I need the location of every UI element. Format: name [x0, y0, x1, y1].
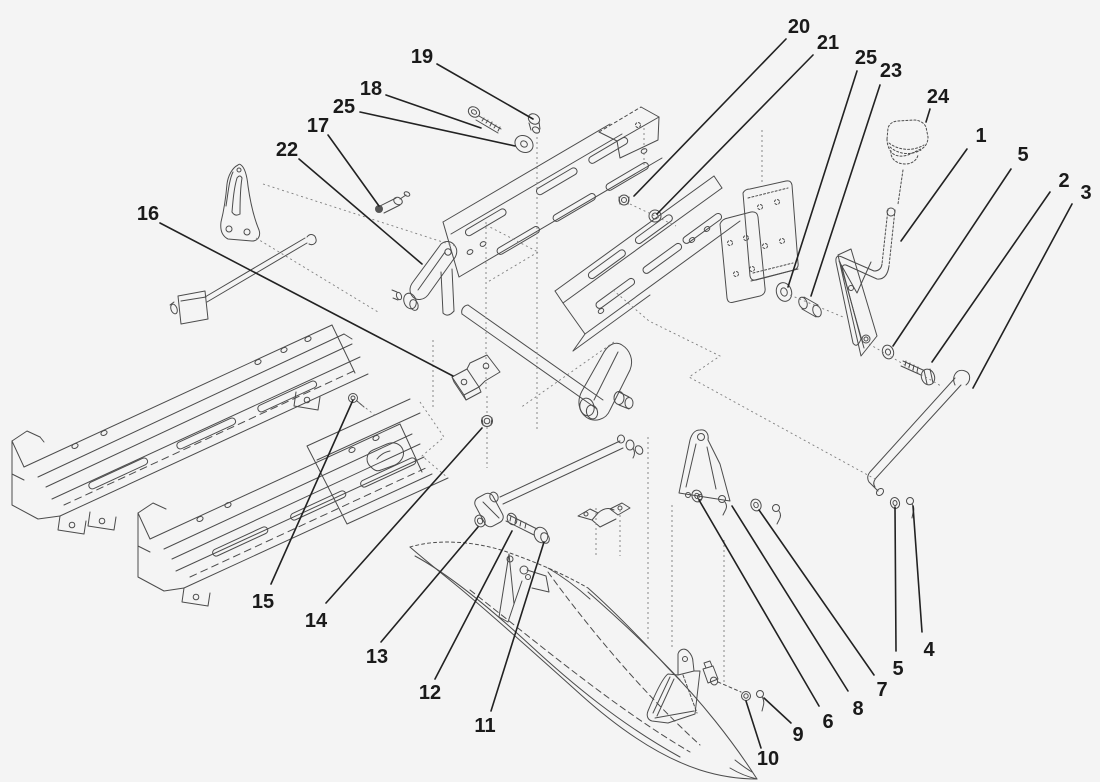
svg-text:20: 20: [788, 16, 810, 38]
svg-text:16: 16: [137, 203, 159, 225]
svg-text:8: 8: [852, 698, 863, 720]
svg-text:21: 21: [817, 32, 839, 54]
svg-text:25: 25: [855, 47, 877, 69]
svg-text:23: 23: [880, 60, 902, 82]
svg-text:18: 18: [360, 78, 382, 100]
svg-text:25: 25: [333, 96, 355, 118]
svg-text:10: 10: [757, 748, 779, 770]
svg-text:22: 22: [276, 139, 298, 161]
svg-text:6: 6: [822, 711, 833, 733]
svg-text:5: 5: [892, 658, 903, 680]
svg-text:4: 4: [923, 639, 935, 661]
svg-text:2: 2: [1058, 170, 1069, 192]
svg-text:19: 19: [411, 46, 433, 68]
svg-text:14: 14: [305, 610, 328, 632]
svg-text:5: 5: [1017, 144, 1028, 166]
svg-text:17: 17: [307, 115, 329, 137]
svg-text:24: 24: [927, 86, 950, 108]
svg-text:15: 15: [252, 591, 274, 613]
svg-text:12: 12: [419, 682, 441, 704]
svg-text:9: 9: [792, 724, 803, 746]
svg-text:7: 7: [876, 679, 887, 701]
svg-text:3: 3: [1080, 182, 1091, 204]
svg-text:11: 11: [474, 715, 495, 737]
svg-text:13: 13: [366, 646, 388, 668]
svg-text:1: 1: [975, 125, 986, 147]
